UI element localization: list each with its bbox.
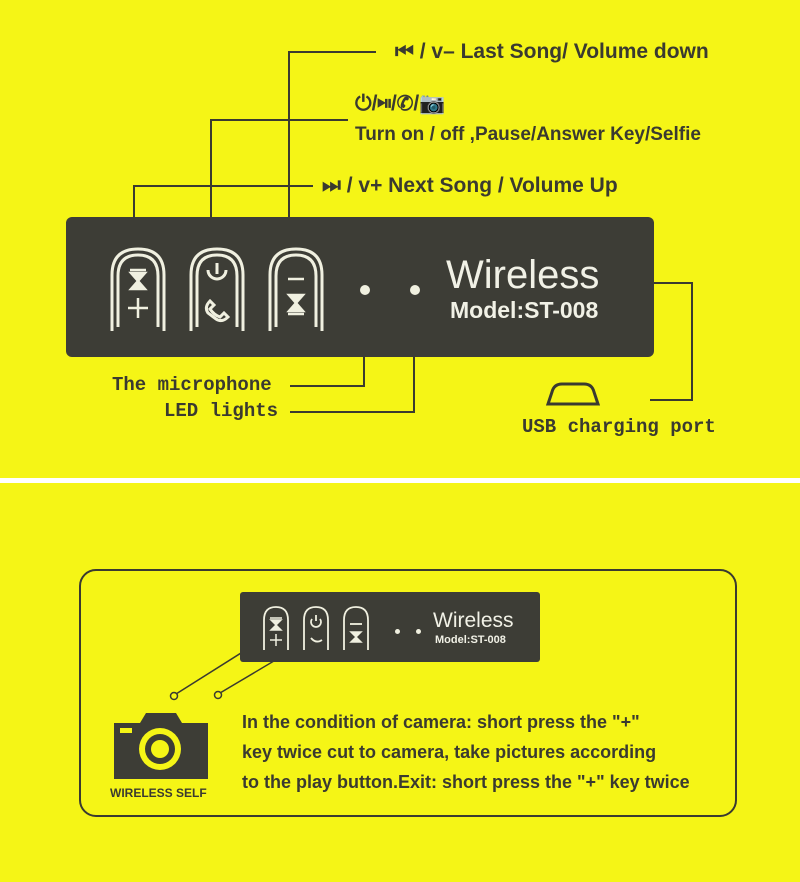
label-power-text: Turn on / off ,Pause/Answer Key/Selfie — [355, 124, 701, 145]
small-device-buttons — [263, 606, 369, 650]
camera-icon — [114, 713, 208, 779]
camera-caption: WIRELESS SELF — [110, 786, 207, 800]
volume-up-button-outline-inner — [116, 253, 160, 327]
power-phone-icon — [204, 263, 231, 323]
label-led-lights: LED lights — [164, 400, 279, 422]
small-led-dot — [416, 629, 421, 634]
instruction-line-3: to the play button.Exit: short press the… — [242, 772, 690, 792]
label-next-song: ⏭ / v+ Next Song / Volume Up — [322, 174, 618, 197]
label-microphone: The microphone — [112, 374, 272, 396]
label-last-song: ⏮ / v– Last Song/ Volume down — [395, 40, 709, 63]
device-buttons — [110, 247, 324, 331]
small-model-number: Model:ST-008 — [435, 634, 506, 646]
camera-instructions: In the condition of camera: short press … — [242, 707, 690, 797]
top-connector-lines — [133, 51, 693, 413]
bottom-frame-lines — [79, 569, 737, 817]
instruction-line-2: key twice cut to camera, take pictures a… — [242, 742, 657, 762]
small-mic-dot — [395, 629, 400, 634]
bottom-diagram-panel: Wireless Model:ST-008 WIRELESS SELF In t… — [0, 483, 800, 882]
device-control-panel: Wireless Model:ST-008 — [66, 217, 654, 357]
volume-up-button-outline — [110, 247, 166, 331]
instruction-line-1: In the condition of camera: short press … — [242, 712, 640, 732]
small-brand-wireless: Wireless — [433, 609, 514, 632]
brand-wireless: Wireless — [446, 253, 600, 297]
top-diagram-panel: ⏮ / v– Last Song/ Volume down ⏻/⏯/✆/📷 Tu… — [0, 0, 800, 478]
microphone-dot — [360, 285, 370, 295]
label-usb-port: USB charging port — [522, 416, 716, 438]
prev-minus-icon — [286, 277, 306, 316]
next-plus-icon — [128, 268, 148, 318]
label-power-icons: ⏻/⏯/✆/📷 — [355, 92, 446, 115]
usb-port-icon — [545, 382, 601, 406]
small-device-panel: Wireless Model:ST-008 — [240, 592, 540, 662]
model-number: Model:ST-008 — [450, 297, 599, 323]
led-dot — [410, 285, 420, 295]
